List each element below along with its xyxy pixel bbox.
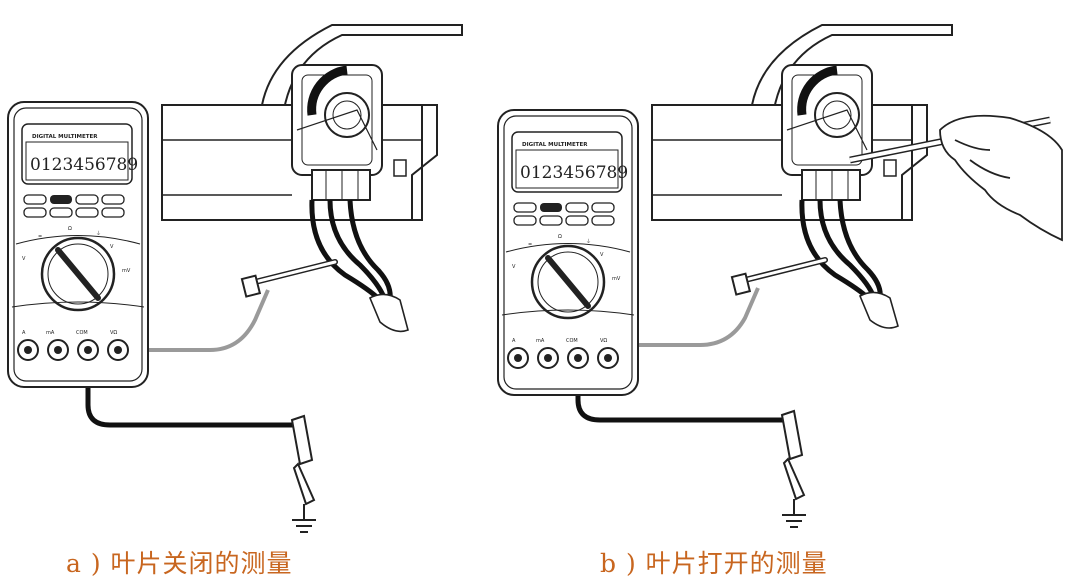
ground-clip-b [782, 411, 806, 527]
caption-a: a ) 叶片关闭的测量 [66, 548, 293, 580]
meter-brand-a: DIGITAL MULTIMETER [32, 134, 98, 140]
hand-b [860, 292, 898, 328]
back-probe-b [732, 260, 825, 295]
ground-clip-a [292, 416, 316, 532]
multimeter-b: DIGITAL MULTIMETER 0123456789 [498, 110, 638, 395]
back-probe-a [242, 262, 335, 297]
meter-brand-b: DIGITAL MULTIMETER [522, 142, 588, 148]
meter-display-b: 0123456789 [520, 163, 628, 183]
panel-b: DIGITAL MULTIMETER 0123456789 [498, 25, 1062, 527]
multimeter-a: DIGITAL MULTIMETER 0123456789 [8, 102, 148, 387]
throttle-body-b [652, 25, 952, 220]
panel-a: DIGITAL MULTIMETER 0123456789 [8, 25, 462, 532]
hand-a [370, 294, 408, 331]
throttle-body-a [162, 25, 462, 220]
caption-b: b ) 叶片打开的测量 [600, 548, 828, 580]
meter-display-a: 0123456789 [30, 155, 138, 175]
